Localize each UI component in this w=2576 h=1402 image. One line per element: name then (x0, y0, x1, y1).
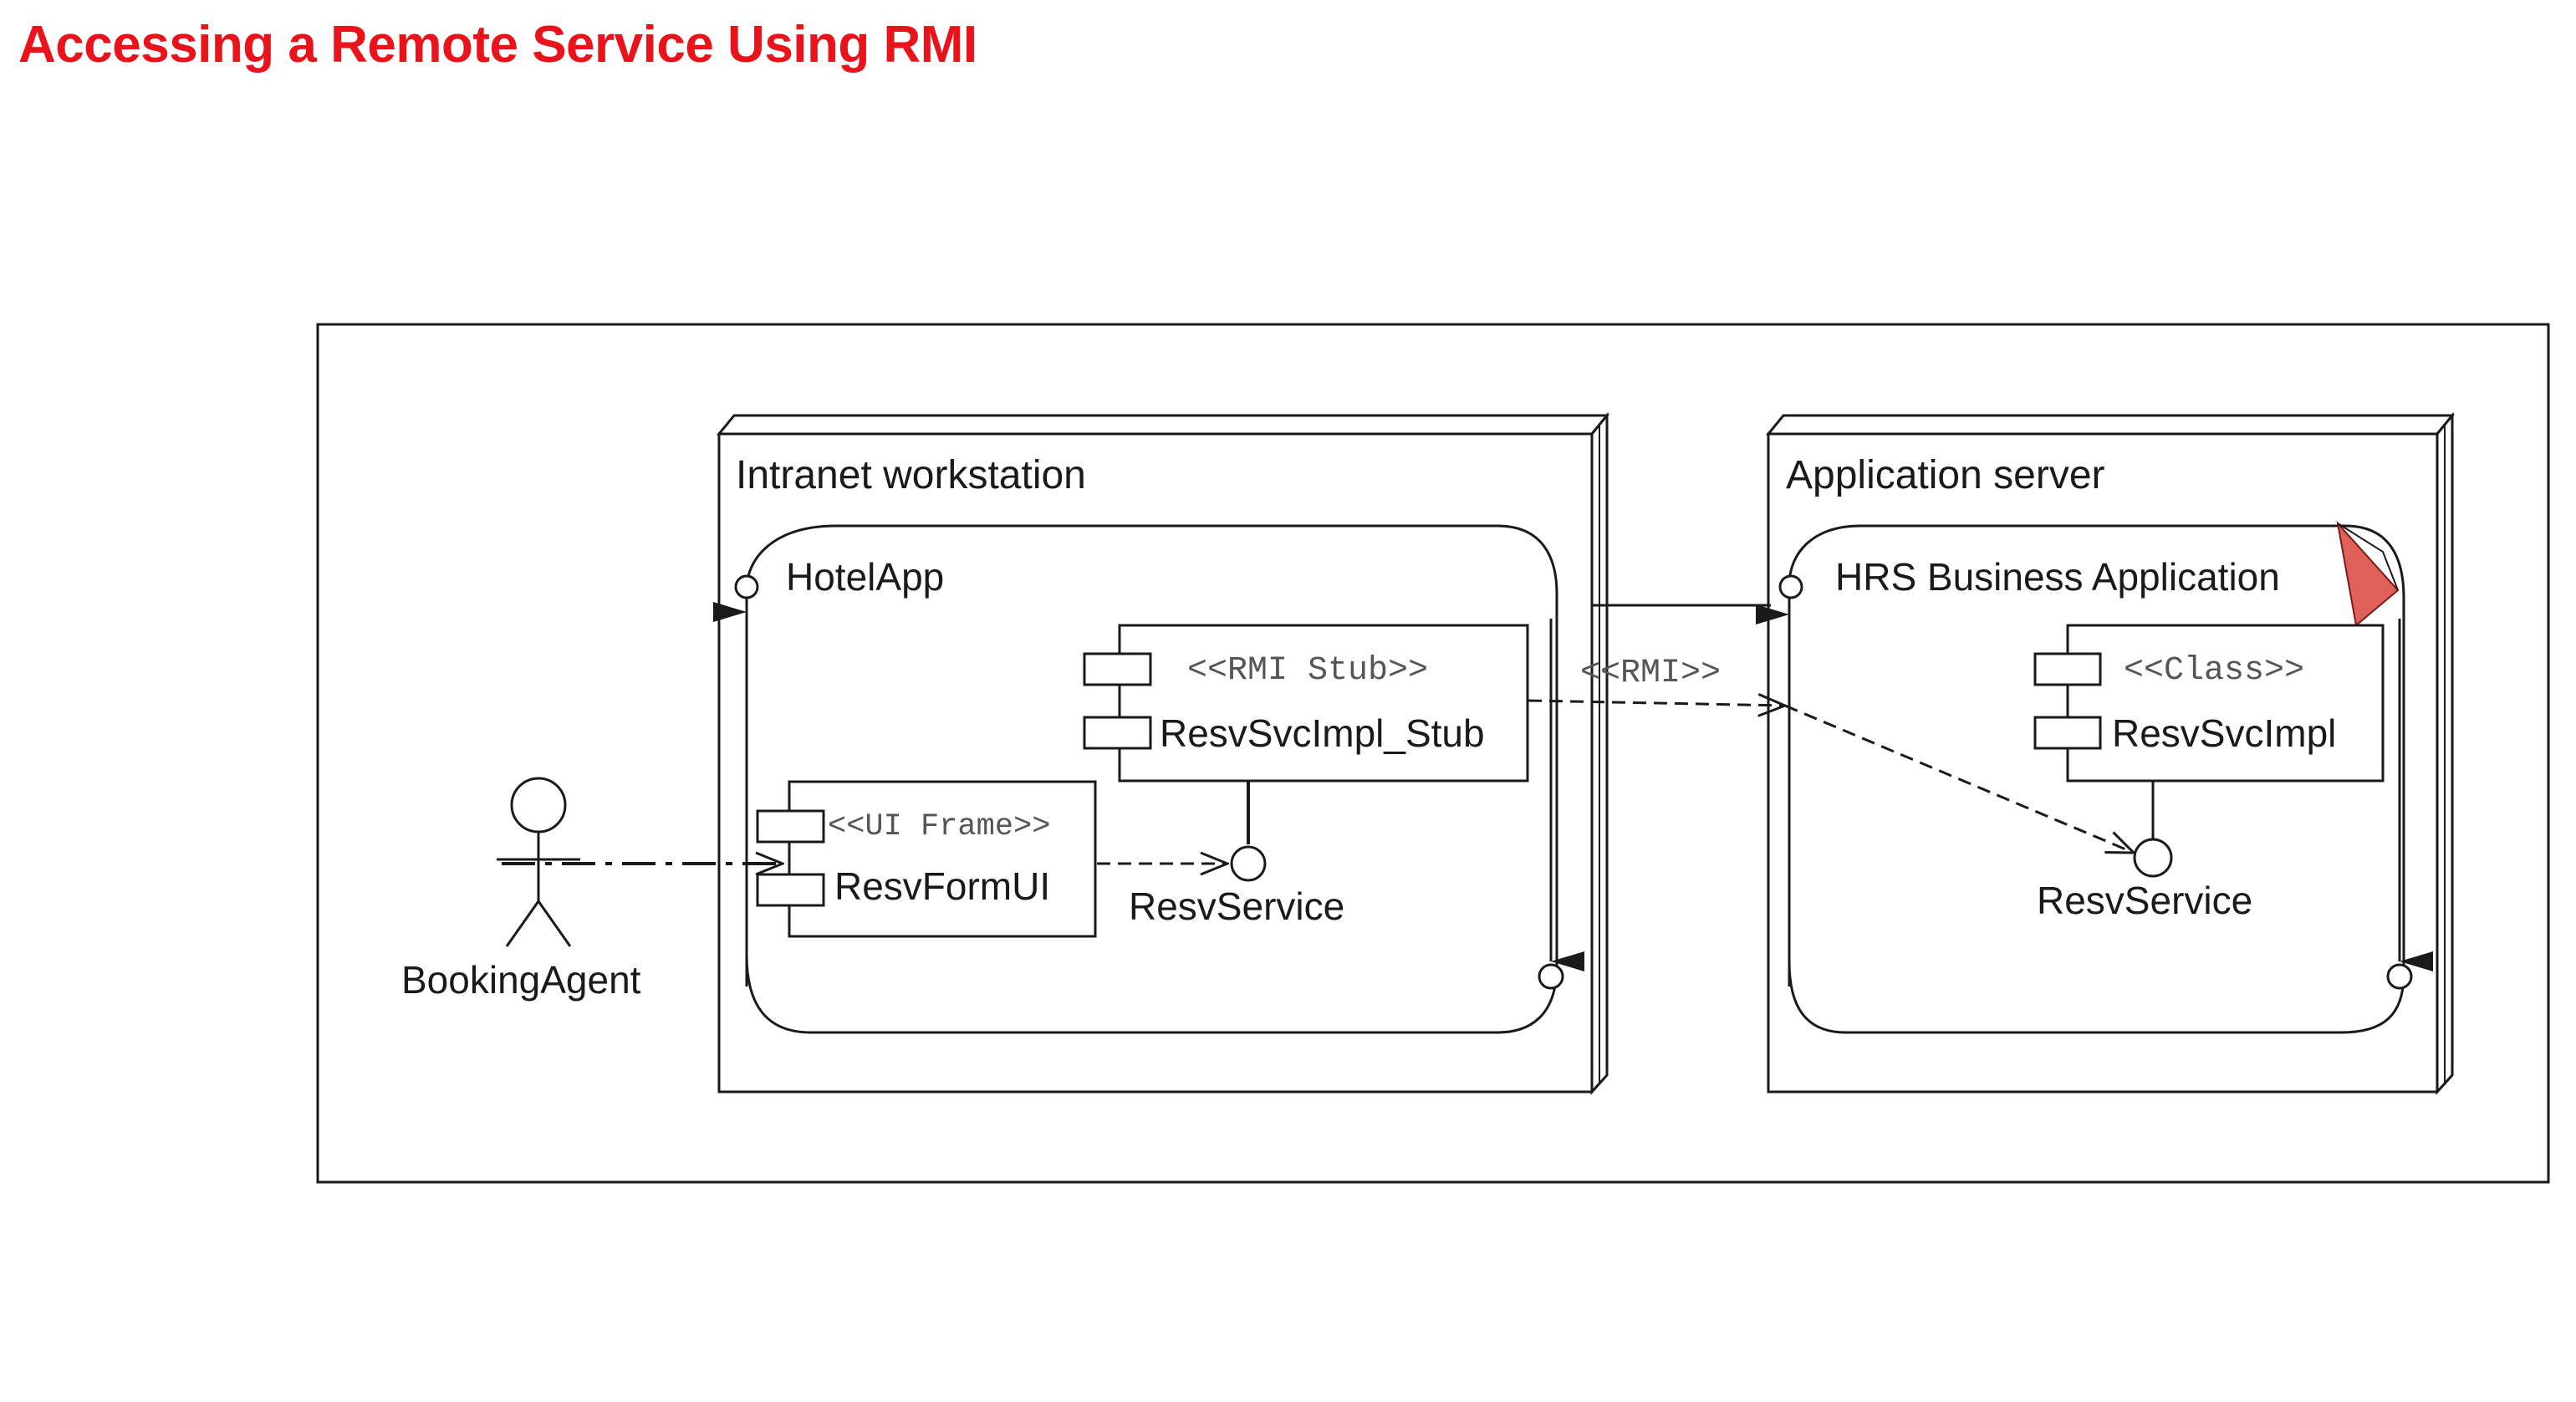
component-icon (1083, 716, 1152, 750)
component-ui-frame: <<UI Frame>> ResvFormUI (756, 780, 1097, 938)
component-icon (2033, 716, 2102, 750)
node-application-server: Application server (1765, 411, 2456, 1095)
node-label-workstation: Intranet workstation (736, 453, 1086, 497)
component-name-ui: ResvFormUI (834, 864, 1050, 908)
interface-lollipop-icon (2133, 838, 2173, 878)
component-icon (1083, 652, 1152, 686)
red-flag-icon (2336, 520, 2400, 627)
component-name-stub: ResvSvcImpl_Stub (1160, 711, 1485, 755)
stereotype-class: <<Class>> (2124, 652, 2304, 690)
port-icon (734, 574, 759, 599)
interface-lollipop-icon (1230, 845, 1267, 882)
stereotype-ui-frame: <<UI Frame>> (828, 809, 1050, 844)
component-icon (2033, 652, 2102, 686)
subsystem-hotelapp (745, 524, 1558, 1034)
page-title: Accessing a Remote Service Using RMI (18, 16, 977, 74)
component-rmi-stub: <<RMI Stub>> ResvSvcImpl_Stub (1083, 624, 1529, 783)
port-icon (1778, 574, 1803, 599)
node-label-server: Application server (1786, 453, 2105, 497)
connector-label-rmi: <<RMI>> (1580, 655, 1721, 692)
actor-icon (497, 777, 580, 947)
port-icon (1538, 963, 1564, 990)
component-name-class: ResvSvcImpl (2112, 711, 2336, 755)
component-icon (756, 809, 825, 844)
actor-label: BookingAgent (401, 958, 641, 1002)
interface-label-server: ResvService (2037, 879, 2252, 922)
stereotype-rmi-stub: <<RMI Stub>> (1187, 652, 1428, 690)
interface-label-client: ResvService (1129, 885, 1344, 928)
component-icon (756, 873, 825, 907)
component-label-hrs: HRS Business Application (1835, 555, 2280, 599)
port-icon (2386, 963, 2413, 990)
component-class: <<Class>> ResvSvcImpl (2033, 624, 2385, 783)
subsystem-hrs (1788, 524, 2405, 1034)
component-label-hotelapp: HotelApp (786, 555, 944, 599)
